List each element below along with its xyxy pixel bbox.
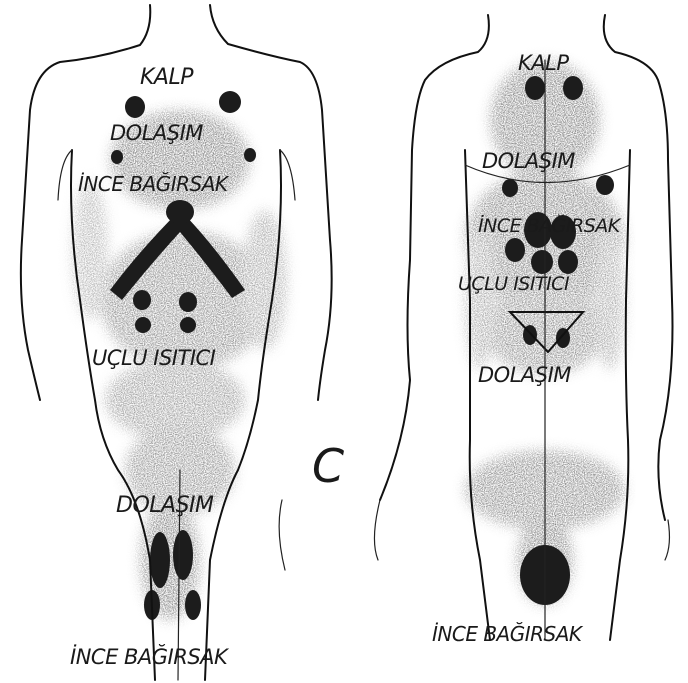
front-label-ince-bagirsak-lower: İNCE BAĞIRSAK (70, 644, 230, 669)
back-label-ince-bagirsak-lower: İNCE BAĞIRSAK (432, 622, 584, 646)
panel-letter: C (312, 439, 344, 493)
front-label-dolasim-lower: DOLAŞIM (116, 493, 214, 518)
back-body-figure (374, 15, 672, 640)
back-label-ince-bagirsak-upper: İNCE BAĞIRSAK (478, 213, 622, 237)
back-label-uclu-isitici: UÇLU ISITICI (458, 273, 570, 295)
back-label-dolasim-lower: DOLAŞIM (478, 363, 571, 387)
front-label-uclu-isitici: UÇLU ISITICI (92, 346, 216, 370)
back-label-dolasim-upper: DOLAŞIM (482, 149, 575, 173)
back-label-kalp: KALP (518, 51, 569, 75)
front-label-ince-bagirsak-upper: İNCE BAĞIRSAK (78, 172, 230, 196)
front-label-dolasim-upper: DOLAŞIM (110, 121, 203, 145)
front-label-kalp: KALP (140, 65, 194, 90)
front-body-figure (21, 5, 332, 680)
